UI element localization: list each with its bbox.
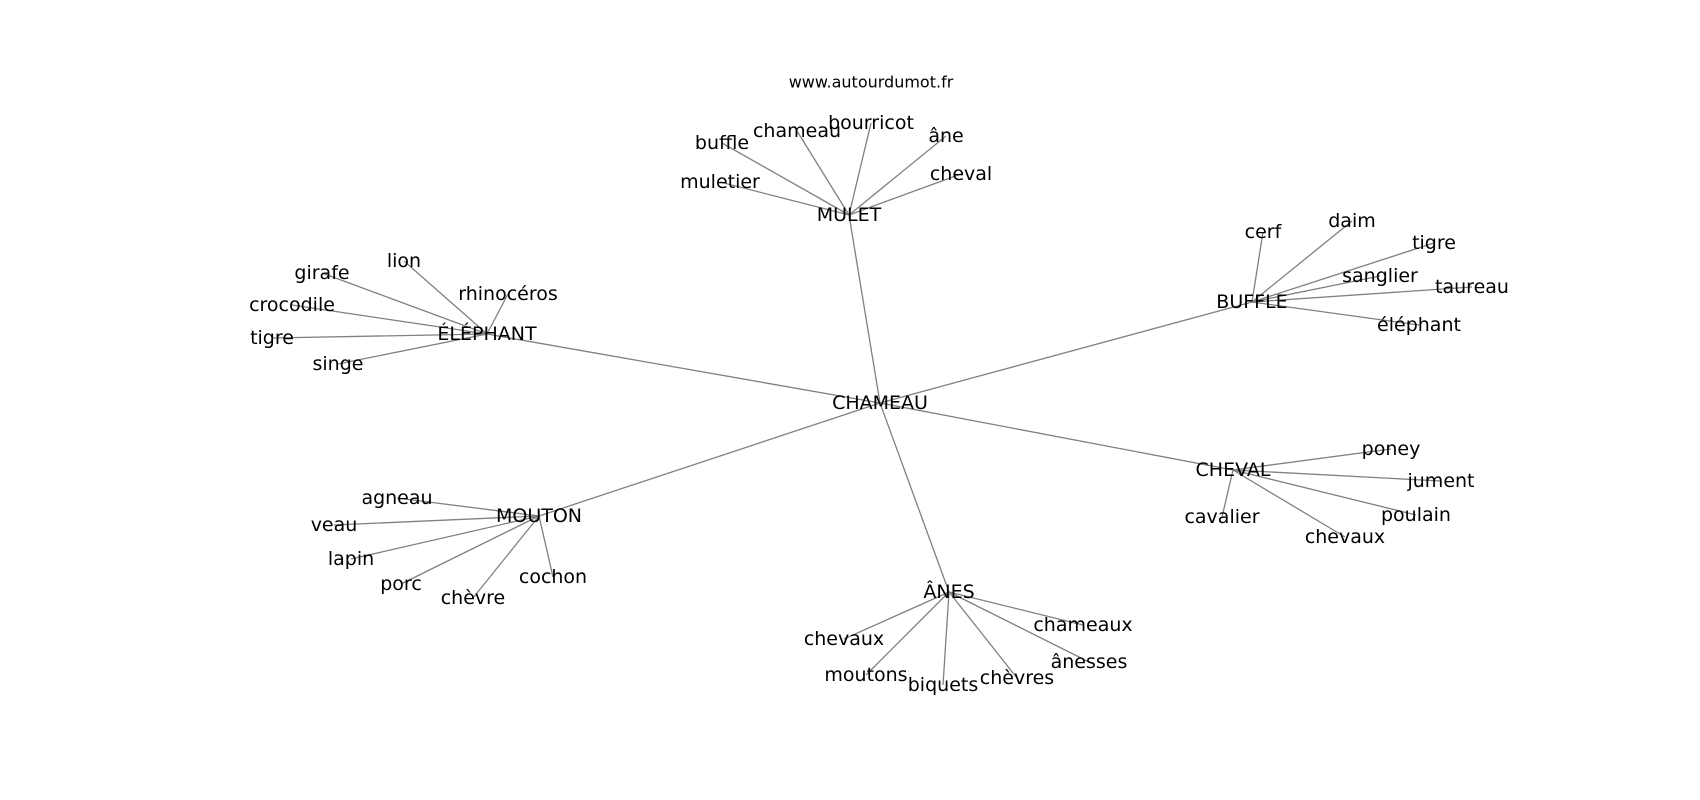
edge-mulet-muletier bbox=[719, 181, 850, 216]
edge-anes-moutons bbox=[865, 591, 950, 676]
edge-elephant-crocodile bbox=[291, 304, 488, 335]
hub-node-mulet[interactable]: MULET bbox=[817, 204, 882, 226]
edge-anes-chevaux bbox=[843, 591, 950, 640]
leaf-node-cheval[interactable]: cheval bbox=[930, 163, 992, 185]
leaf-node-crocodile[interactable]: crocodile bbox=[249, 294, 335, 316]
leaf-node-lapin[interactable]: lapin bbox=[328, 548, 374, 570]
leaf-node-jument[interactable]: jument bbox=[1406, 470, 1474, 492]
edge-elephant-tigre-2 bbox=[271, 333, 488, 339]
leaf-node-chevres[interactable]: chèvres bbox=[980, 667, 1054, 689]
edge-buffle-daim bbox=[1251, 220, 1353, 303]
edge-mulet-bourricot bbox=[848, 122, 872, 216]
edge-anes-chameaux bbox=[948, 591, 1084, 626]
edge-elephant-girafe bbox=[321, 272, 488, 335]
leaf-node-chameaux[interactable]: chameaux bbox=[1033, 614, 1132, 636]
edges-layer bbox=[271, 122, 1473, 686]
leaf-node-ane[interactable]: âne bbox=[928, 125, 963, 147]
edge-center-cheval bbox=[879, 402, 1234, 471]
edge-mouton-veau bbox=[333, 515, 540, 526]
edge-elephant-lion bbox=[403, 260, 488, 335]
edge-mouton-chevre bbox=[472, 515, 540, 599]
cluster-anes: ÂNES chevaux chameaux ânesses moutons bi… bbox=[804, 580, 1133, 696]
edge-mulet-cheval bbox=[848, 173, 962, 216]
leaf-node-buffle[interactable]: buffle bbox=[695, 132, 749, 154]
leaf-node-bourricot[interactable]: bourricot bbox=[828, 112, 914, 134]
leaf-node-chevaux[interactable]: chevaux bbox=[804, 628, 884, 650]
edge-buffle-tigre bbox=[1251, 242, 1435, 303]
leaf-node-agneau[interactable]: agneau bbox=[361, 487, 432, 509]
edge-mulet-chameau bbox=[796, 130, 850, 216]
leaf-node-lion[interactable]: lion bbox=[387, 250, 421, 272]
edge-anes-chevres bbox=[948, 591, 1018, 679]
hub-node-mouton[interactable]: MOUTON bbox=[496, 505, 582, 527]
cluster-mulet: MULET buffle chameau bourricot âne cheva… bbox=[680, 112, 992, 226]
clusters-layer: MULET buffle chameau bourricot âne cheva… bbox=[249, 112, 1509, 696]
hub-node-cheval[interactable]: CHEVAL bbox=[1196, 459, 1271, 481]
hub-node-buffle[interactable]: BUFFLE bbox=[1216, 291, 1287, 313]
leaf-node-chevaux-2[interactable]: chevaux bbox=[1305, 526, 1385, 548]
edge-cheval-poulain bbox=[1232, 469, 1417, 516]
cluster-cheval: CHEVAL poney jument poulain cavalier che… bbox=[1184, 438, 1474, 548]
edge-buffle-elephant bbox=[1251, 301, 1420, 326]
leaf-node-anesses[interactable]: ânesses bbox=[1051, 651, 1128, 673]
leaf-node-sanglier[interactable]: sanglier bbox=[1342, 265, 1418, 287]
edge-mouton-agneau bbox=[396, 497, 540, 517]
edge-mouton-porc bbox=[400, 515, 540, 585]
leaf-node-cerf[interactable]: cerf bbox=[1245, 221, 1283, 243]
leaf-node-veau[interactable]: veau bbox=[311, 514, 358, 536]
leaf-node-poulain[interactable]: poulain bbox=[1381, 504, 1451, 526]
edge-anes-biquets bbox=[942, 591, 950, 686]
leaf-node-daim[interactable]: daim bbox=[1328, 210, 1376, 232]
leaf-node-muletier[interactable]: muletier bbox=[680, 171, 760, 193]
edge-elephant-rhinoceros bbox=[486, 293, 509, 335]
leaf-node-tigre[interactable]: tigre bbox=[1412, 232, 1456, 254]
edge-cheval-jument bbox=[1232, 469, 1442, 482]
cluster-mouton: MOUTON agneau veau lapin porc chèvre coc… bbox=[311, 487, 587, 609]
edge-mouton-lapin bbox=[350, 515, 540, 560]
leaf-node-taureau[interactable]: taureau bbox=[1435, 276, 1509, 298]
edge-cheval-cavalier bbox=[1221, 469, 1234, 518]
leaf-node-chevre[interactable]: chèvre bbox=[441, 587, 506, 609]
edge-buffle-cerf bbox=[1251, 231, 1264, 303]
leaf-node-singe[interactable]: singe bbox=[313, 353, 364, 375]
leaf-node-cochon[interactable]: cochon bbox=[519, 566, 587, 588]
edge-anes-anesses bbox=[948, 591, 1090, 663]
leaf-node-cavalier[interactable]: cavalier bbox=[1184, 506, 1259, 528]
leaf-node-elephant[interactable]: éléphant bbox=[1377, 314, 1461, 336]
edge-mouton-cochon bbox=[538, 515, 554, 578]
edge-elephant-singe bbox=[337, 333, 488, 365]
leaf-node-girafe[interactable]: girafe bbox=[294, 262, 349, 284]
edge-cheval-chevaux-2 bbox=[1232, 469, 1346, 538]
edge-buffle-taureau bbox=[1251, 286, 1473, 303]
cluster-buffle: BUFFLE cerf daim tigre sanglier taureau … bbox=[1216, 210, 1509, 336]
leaf-node-porc[interactable]: porc bbox=[380, 573, 422, 595]
hub-node-anes[interactable]: ÂNES bbox=[923, 580, 974, 603]
leaf-node-biquets[interactable]: biquets bbox=[908, 674, 978, 696]
edge-center-mouton bbox=[538, 402, 881, 517]
edge-center-buffle bbox=[879, 301, 1253, 404]
hub-node-elephant[interactable]: ÉLÉPHANT bbox=[437, 322, 537, 345]
leaf-node-moutons[interactable]: moutons bbox=[824, 664, 907, 686]
leaf-node-tigre-2[interactable]: tigre bbox=[250, 327, 294, 349]
leaf-node-rhinoceros[interactable]: rhinocéros bbox=[458, 283, 558, 305]
edge-mulet-ane bbox=[848, 135, 947, 216]
leaf-node-chameau[interactable]: chameau bbox=[753, 120, 841, 142]
cluster-elephant: ÉLÉPHANT lion girafe rhinocéros crocodil… bbox=[249, 250, 558, 375]
center-node-chameau[interactable]: CHAMEAU bbox=[832, 392, 928, 414]
source-url-label: www.autourdumot.fr bbox=[789, 73, 954, 92]
edge-buffle-sanglier bbox=[1251, 275, 1381, 303]
edge-cheval-poney bbox=[1232, 448, 1392, 471]
edge-center-elephant bbox=[486, 333, 881, 404]
edge-mulet-buffle bbox=[721, 142, 850, 216]
leaf-node-poney[interactable]: poney bbox=[1362, 438, 1421, 460]
edge-center-mulet bbox=[848, 214, 881, 404]
edge-center-anes bbox=[879, 402, 950, 593]
